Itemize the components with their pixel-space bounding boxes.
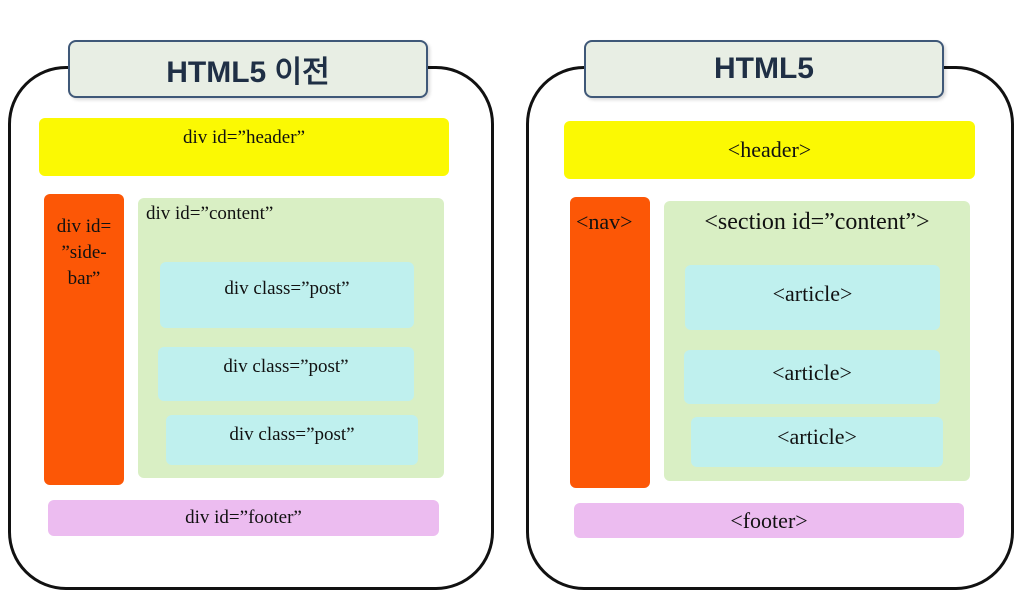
legacy-post-box: div class=”post” <box>160 262 414 328</box>
legacy-post-box: div class=”post” <box>166 415 418 465</box>
html5-article-label: <article> <box>772 360 852 385</box>
html5-article-label: <article> <box>777 424 857 449</box>
html5-article-box: <article> <box>684 350 940 404</box>
html5-layout-title: HTML5 <box>584 40 944 98</box>
legacy-layout-title-text: HTML5 이전 <box>166 56 330 89</box>
legacy-footer-label: div id=”footer” <box>185 507 302 528</box>
html5-article-box: <article> <box>685 265 940 330</box>
html5-footer-label: <footer> <box>730 507 808 533</box>
legacy-sidebar-box: div id= ”side- bar” <box>44 194 124 485</box>
html5-layout-title-text: HTML5 <box>714 52 814 85</box>
legacy-post-label: div class=”post” <box>223 356 349 377</box>
legacy-sidebar-label: div id= ”side- bar” <box>56 216 112 289</box>
legacy-layout-title: HTML5 이전 <box>68 40 428 98</box>
legacy-header-box: div id=”header” <box>39 118 449 176</box>
legacy-content-label: div id=”content” <box>146 203 274 224</box>
legacy-post-label: div class=”post” <box>229 424 355 445</box>
html5-article-box: <article> <box>691 417 943 467</box>
html5-article-label: <article> <box>772 281 853 306</box>
html5-section-label: <section id=”content”> <box>704 209 930 235</box>
legacy-post-box: div class=”post” <box>158 347 414 401</box>
html5-header-box: <header> <box>564 121 975 179</box>
legacy-header-label: div id=”header” <box>182 127 305 148</box>
legacy-footer-box: div id=”footer” <box>48 500 439 536</box>
html5-nav-label: <nav> <box>576 209 633 234</box>
html5-footer-box: <footer> <box>574 503 964 538</box>
html5-nav-box: <nav> <box>570 197 650 488</box>
legacy-post-label: div class=”post” <box>224 278 350 299</box>
html5-header-label: <header> <box>727 137 812 162</box>
